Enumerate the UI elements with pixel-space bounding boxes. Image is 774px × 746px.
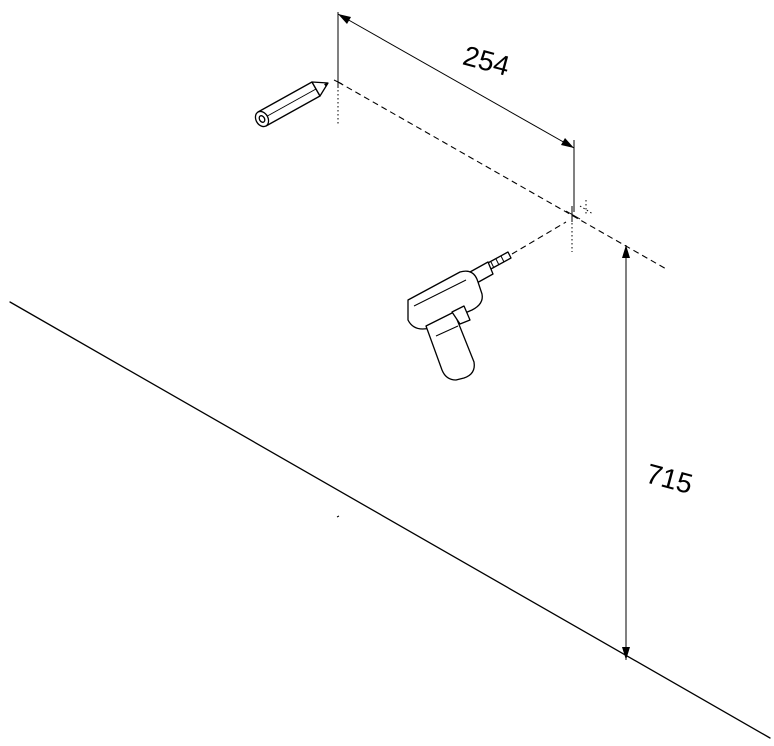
- floor-line: [9, 301, 771, 739]
- right-drill-mark: [565, 200, 594, 222]
- spacing-dimension: 254: [337, 12, 575, 212]
- alignment-line: [337, 81, 669, 271]
- height-dimension-label: 715: [643, 458, 696, 500]
- drill-icon: [407, 221, 567, 381]
- stray-mark: [336, 515, 340, 518]
- pencil-icon: [254, 81, 329, 128]
- spacing-dimension-label: 254: [460, 40, 513, 82]
- height-dimension: 715: [622, 245, 696, 660]
